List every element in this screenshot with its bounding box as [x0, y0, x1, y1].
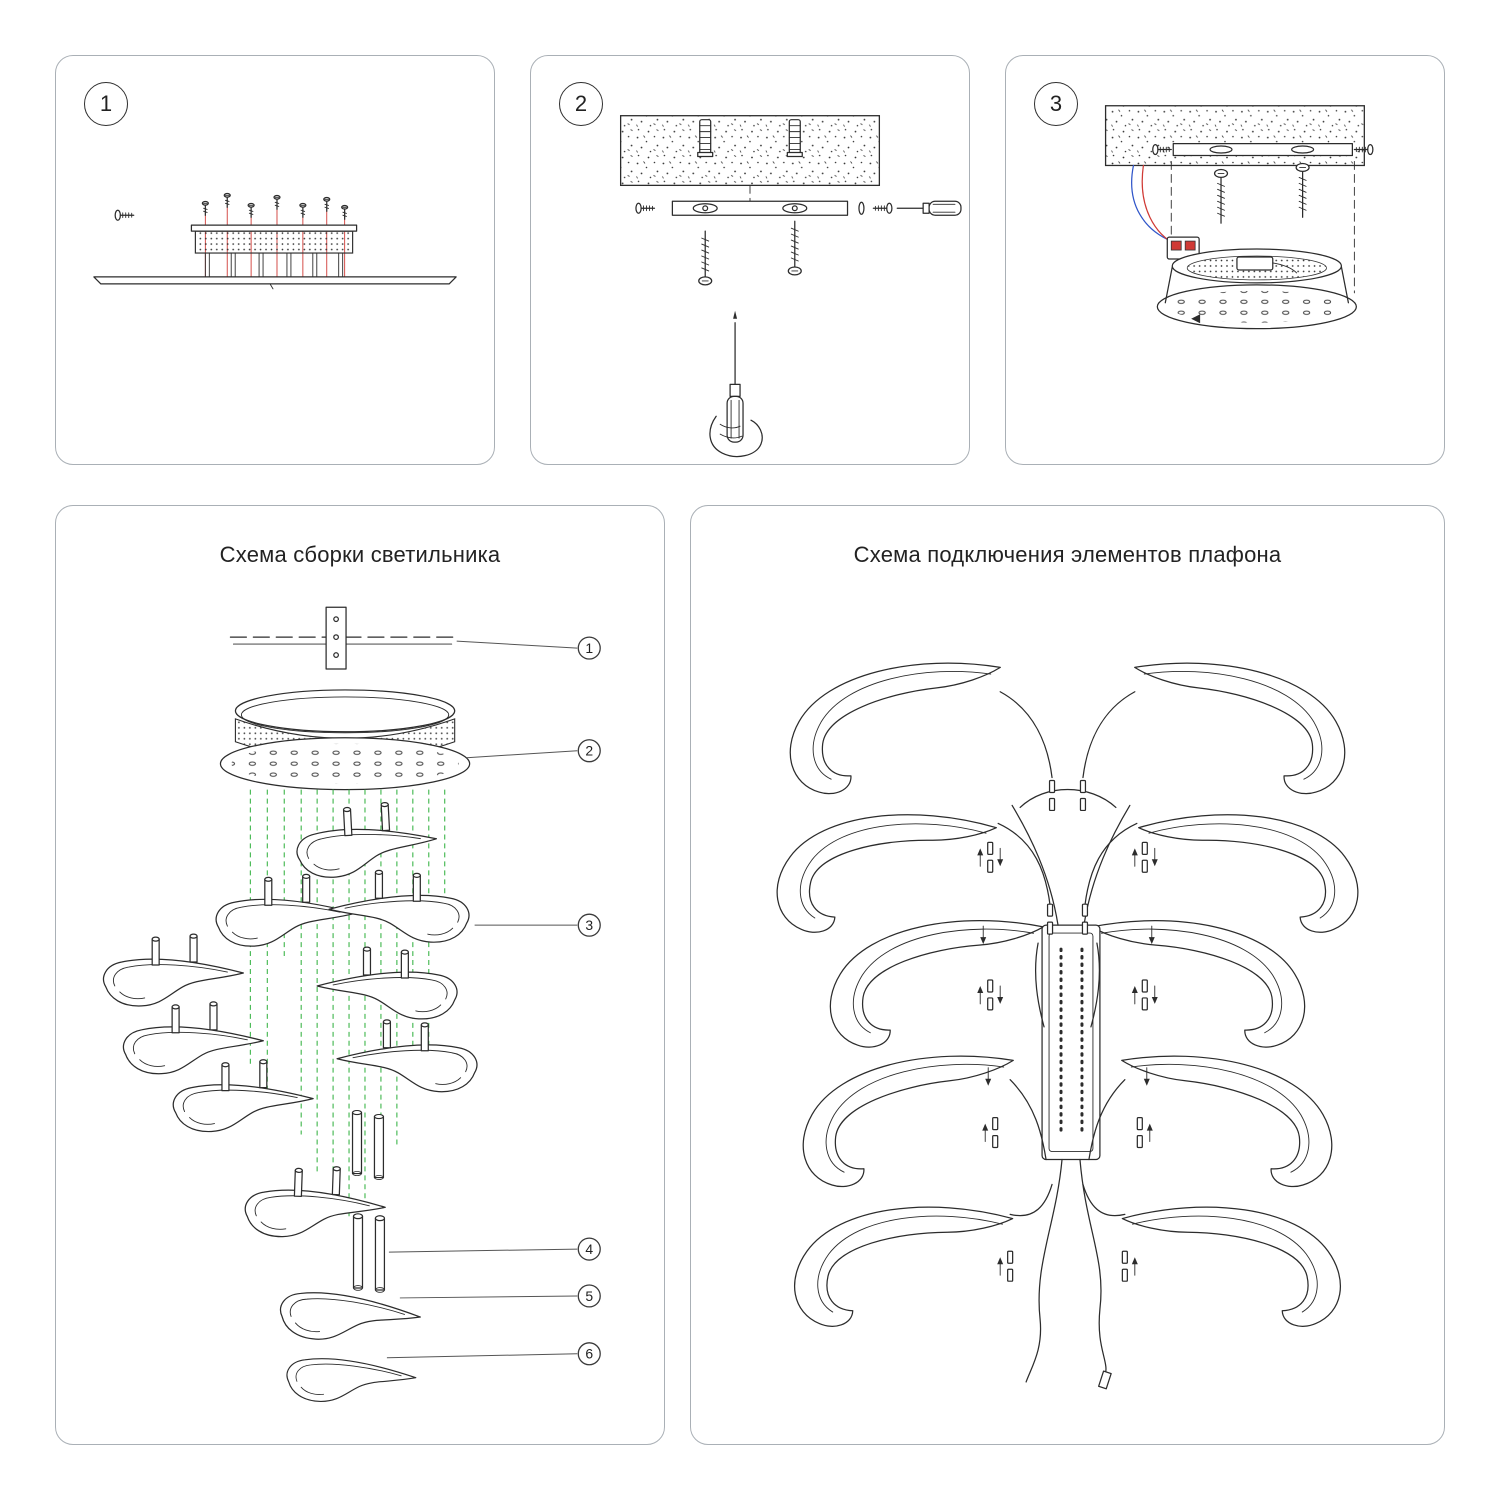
callout-5: 5	[399, 1284, 601, 1308]
svg-text:1: 1	[585, 640, 593, 656]
step-2-badge: 2	[559, 82, 603, 126]
step-1-illustration	[93, 192, 457, 290]
plug	[1098, 1370, 1112, 1390]
wire-blue	[1131, 164, 1172, 242]
decorative-arms	[104, 800, 477, 1240]
terminal-block	[1166, 236, 1200, 260]
drum-band-side	[190, 224, 358, 278]
mounting-bracket	[671, 200, 849, 216]
screw-left	[698, 230, 713, 286]
side-screw	[114, 209, 135, 221]
drum-canopy	[219, 689, 471, 791]
bracket-exploded	[229, 606, 456, 670]
panel-step-3: 3	[1005, 55, 1445, 465]
panel-step-2: 2	[530, 55, 970, 465]
dowel-left	[697, 119, 714, 158]
callout-3: 3	[474, 913, 601, 937]
mounting-bracket	[1172, 142, 1353, 157]
screw-left	[1213, 168, 1229, 224]
hand	[709, 415, 763, 458]
plate-mark	[269, 283, 274, 290]
step-1-number: 1	[99, 91, 113, 116]
svg-text:5: 5	[585, 1288, 593, 1304]
drum-base	[1156, 248, 1357, 330]
washer	[858, 201, 865, 215]
assembly-illustration: 1 2 3 4 5 6	[56, 606, 601, 1409]
svg-text:3: 3	[585, 917, 593, 933]
bracket-screw-right	[872, 202, 893, 214]
base-plate	[93, 276, 457, 285]
step-3-number: 3	[1049, 91, 1063, 116]
panel-wiring: Схема подключения элементов плафона	[690, 505, 1445, 1445]
svg-text:6: 6	[585, 1346, 593, 1362]
wiring-title: Схема подключения элементов плафона	[853, 542, 1282, 567]
panel-step-1: 1	[55, 55, 495, 465]
dowel-right	[786, 119, 803, 158]
svg-text:2: 2	[585, 743, 593, 759]
svg-text:4: 4	[585, 1241, 593, 1257]
ceiling	[619, 115, 881, 187]
shade-elements-right	[1087, 658, 1361, 1334]
step-3-illustration	[1104, 105, 1374, 330]
screw-right	[1295, 162, 1310, 218]
assembly-title: Схема сборки светильника	[219, 542, 501, 567]
callout-2: 2	[466, 739, 601, 763]
end-arm-lower	[284, 1355, 418, 1409]
step-2-illustration	[619, 115, 962, 458]
callout-1: 1	[456, 636, 601, 660]
panel-assembly: Схема сборки светильника	[55, 505, 665, 1445]
shade-elements-left	[774, 658, 1048, 1334]
wire-red	[1141, 164, 1178, 246]
callout-6: 6	[386, 1342, 601, 1366]
step-3-badge: 3	[1034, 82, 1078, 126]
ceiling	[1104, 105, 1365, 167]
wiring-illustration	[774, 658, 1361, 1390]
screw-right	[787, 220, 802, 276]
bracket-screw-left	[635, 202, 656, 214]
callout-4: 4	[388, 1237, 601, 1261]
screwdriver-horizontal	[896, 200, 962, 216]
step-2-number: 2	[574, 91, 588, 116]
led-driver	[1041, 924, 1101, 1161]
step-1-badge: 1	[84, 82, 128, 126]
screwdriver-vertical	[726, 310, 744, 443]
